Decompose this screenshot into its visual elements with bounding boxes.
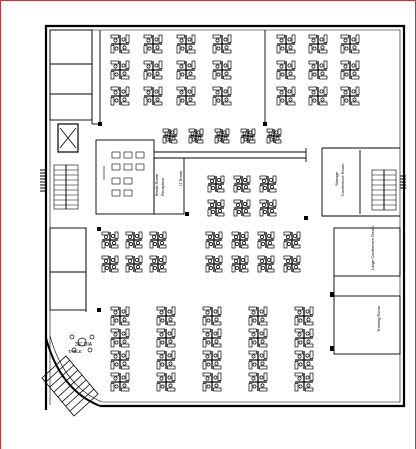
- large-conference-label: Large Conference Room: [370, 226, 375, 270]
- workstation-pod: [257, 255, 275, 273]
- corner-stair: [41, 355, 99, 417]
- workstation-pod: [156, 372, 176, 392]
- workstation-pod: [101, 255, 119, 273]
- columns: [97, 122, 334, 351]
- workstation-pod: [283, 231, 301, 249]
- workstation-pod: [276, 60, 296, 80]
- workstation-pod: [205, 255, 223, 273]
- workstation-pod: [259, 175, 277, 193]
- conference-label: Conference Room: [340, 163, 345, 196]
- workstation-pod: [259, 199, 277, 217]
- reception-label: Reception: [160, 178, 165, 196]
- workstation-pod: [248, 328, 268, 348]
- workstation-pod: [156, 306, 176, 326]
- workstation-pod: [212, 34, 232, 54]
- workstation-pod: [110, 328, 130, 348]
- round-table: [69, 334, 95, 353]
- workstation-pod: [162, 128, 178, 144]
- workstation-pod: [257, 231, 275, 249]
- workstation-pod: [149, 231, 167, 249]
- interior-walls: [95, 30, 401, 355]
- workstation-pod: [207, 199, 225, 217]
- workstation-pod: [110, 60, 130, 80]
- workstation-pod: [156, 328, 176, 348]
- it-room-label: IT Room: [178, 170, 183, 186]
- workstation-pod: [110, 350, 130, 370]
- workstation-pod: [340, 86, 360, 106]
- workstation-pod: [176, 34, 196, 54]
- workstation-pod: [110, 306, 130, 326]
- workstation-pod: [214, 128, 230, 144]
- workstation-pod: [240, 128, 256, 144]
- training-room-label: Training Room: [376, 305, 381, 332]
- round-table-label: TABLE: [68, 349, 82, 354]
- workstation-pod: [176, 86, 196, 106]
- round-table-size-label: 36" DIA: [75, 342, 93, 348]
- workstation-pod: [266, 128, 282, 144]
- workstation-pod: [176, 60, 196, 80]
- workstation-pod: [110, 86, 130, 106]
- workstation-pod: [212, 60, 232, 80]
- workstation-pod: [308, 60, 328, 80]
- workstation-pod: [202, 306, 222, 326]
- right-canopy: [400, 175, 406, 189]
- workstation-pod: [125, 255, 143, 273]
- left-rooms: [49, 29, 100, 312]
- workstation-pod: [233, 175, 251, 193]
- workstation-pod: [294, 328, 314, 348]
- workstation-pod: [143, 34, 163, 54]
- workstation-pod: [101, 231, 119, 249]
- workstation-pod: [149, 255, 167, 273]
- workstation-pod: [233, 199, 251, 217]
- entry-canopy: [40, 169, 46, 192]
- workstation-pod: [340, 60, 360, 80]
- workstation-pod: [308, 34, 328, 54]
- workstation-pod: [156, 350, 176, 370]
- workstation-pod: [110, 372, 130, 392]
- workstation-pod: [110, 34, 130, 54]
- workstation-pod: [202, 328, 222, 348]
- workstation-clusters: [101, 34, 360, 392]
- workstation-pod: [202, 372, 222, 392]
- workstation-pod: [207, 175, 225, 193]
- workstation-pod: [294, 372, 314, 392]
- workstation-pod: [308, 86, 328, 106]
- workstation-pod: [143, 86, 163, 106]
- workstation-pod: [205, 231, 223, 249]
- workstation-pod: [248, 350, 268, 370]
- storage-label: Storage: [334, 171, 339, 186]
- workstation-pod: [276, 86, 296, 106]
- left-stair: [53, 123, 79, 210]
- restroom-fixtures: [103, 151, 145, 197]
- workstation-pod: [248, 372, 268, 392]
- workstation-pod: [188, 128, 204, 144]
- workstation-pod: [212, 86, 232, 106]
- workstation-pod: [340, 34, 360, 54]
- workstation-pod: [231, 231, 249, 249]
- workstation-pod: [294, 306, 314, 326]
- workstation-pod: [143, 60, 163, 80]
- right-stair: [371, 169, 397, 211]
- breakroom-label: Break Room: [154, 173, 159, 196]
- workstation-pod: [202, 350, 222, 370]
- workstation-pod: [294, 350, 314, 370]
- workstation-pod: [231, 255, 249, 273]
- workstation-pod: [276, 34, 296, 54]
- workstation-pod: [248, 306, 268, 326]
- workstation-pod: [283, 255, 301, 273]
- workstation-pod: [125, 231, 143, 249]
